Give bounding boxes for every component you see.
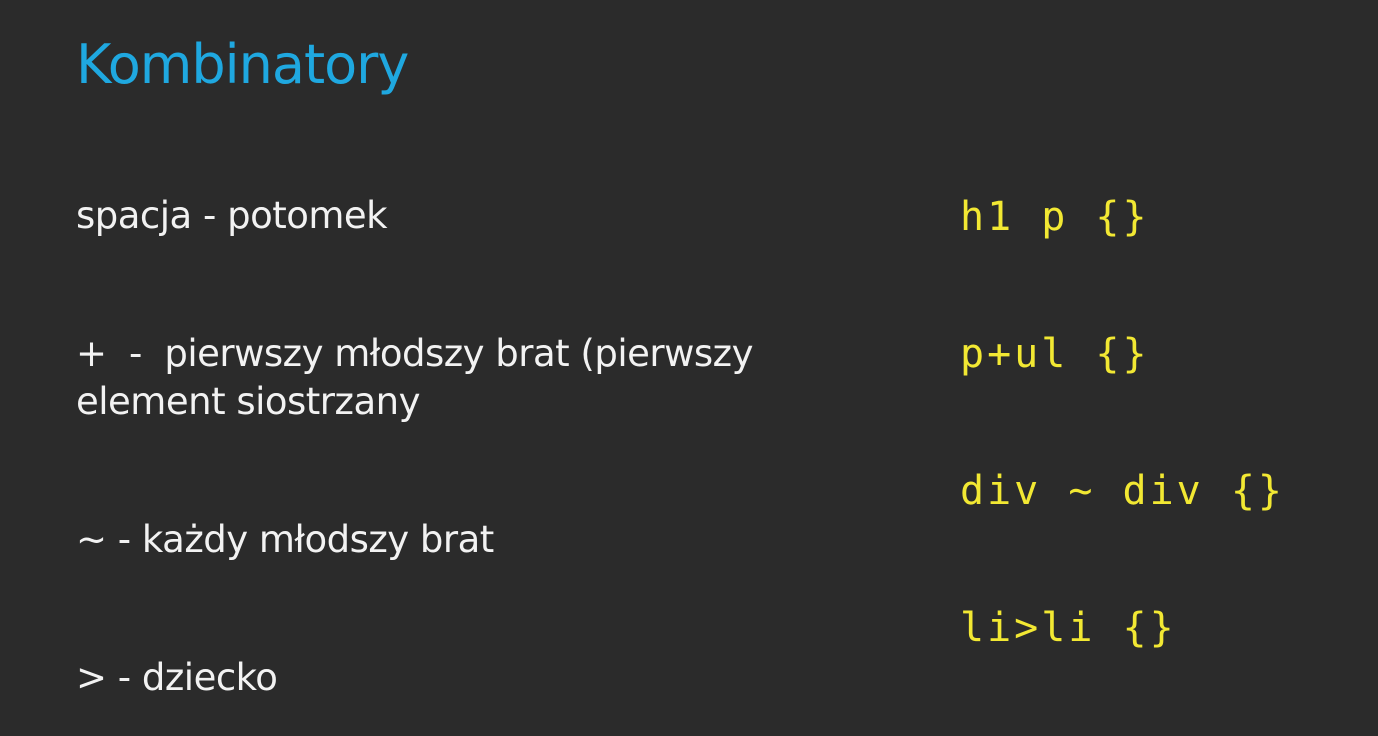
- slide-title: Kombinatory: [76, 33, 409, 96]
- combinator-description-child: > - dziecko: [76, 656, 278, 699]
- combinator-description-descendant: spacja - potomek: [76, 194, 388, 237]
- code-example-child: li>li {}: [960, 605, 1177, 651]
- combinator-description-general-sibling: ~ - każdy młodszy brat: [76, 518, 494, 561]
- code-example-adjacent-sibling: p+ul {}: [960, 331, 1150, 377]
- combinator-description-adjacent-sibling: + - pierwszy młodszy brat (pierwszy elem…: [76, 332, 753, 423]
- code-example-descendant: h1 p {}: [960, 194, 1150, 240]
- code-example-general-sibling: div ~ div {}: [960, 468, 1285, 514]
